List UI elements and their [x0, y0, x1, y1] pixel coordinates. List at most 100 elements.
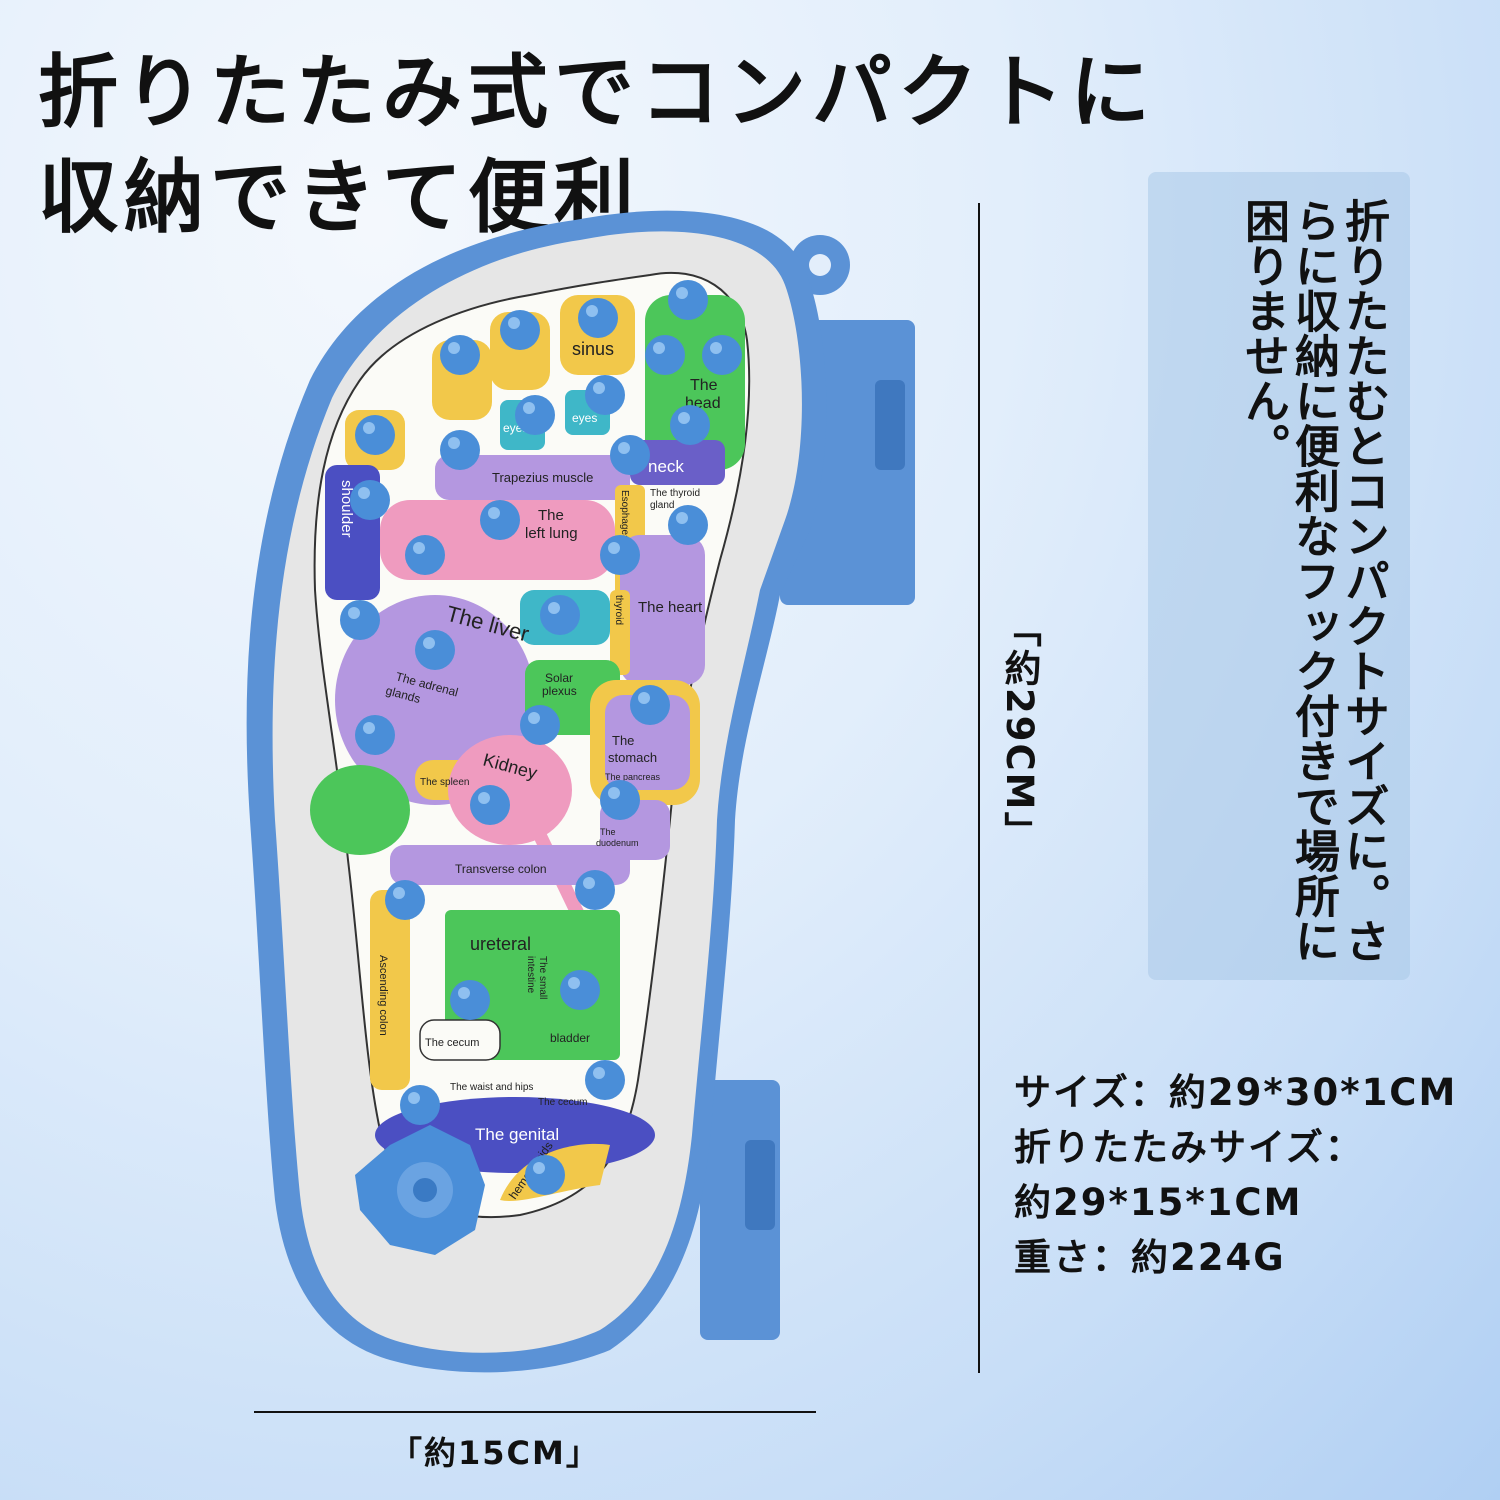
- label-cecum-2: The cecum: [538, 1097, 587, 1108]
- headline-line-1: 折りたたみ式でコンパクトに: [38, 46, 1156, 139]
- width-dimension-line: [254, 1411, 816, 1413]
- height-dimension-line: [978, 203, 980, 1373]
- label-bladder: bladder: [550, 1031, 590, 1045]
- massage-nub-highlight: [678, 412, 690, 424]
- massage-nub: [480, 500, 520, 540]
- heel-roller-icon: [355, 1125, 485, 1255]
- label-solar-2: plexus: [542, 684, 577, 698]
- label-thyroid-gland-1: The thyroid: [650, 488, 700, 499]
- label-lung-1: The: [538, 507, 564, 524]
- zone-stomach: [605, 695, 690, 790]
- feature-callout-text: 折りたたむとコンパクトサイズに。さらに収納に便利なフック付きで場所に困りません。: [1237, 198, 1390, 963]
- headline: 折りたたみ式でコンパクトに 収納できて便利: [38, 40, 1156, 250]
- width-dimension-label: 「約15CM」: [390, 1434, 600, 1472]
- label-stomach-2: stomach: [608, 750, 657, 765]
- massage-nub: [585, 1060, 625, 1100]
- massage-nub-highlight: [586, 305, 598, 317]
- spec-size: サイズ：約29*30*1CM: [1014, 1071, 1458, 1114]
- massage-nub-highlight: [508, 317, 520, 329]
- massage-nub-highlight: [710, 342, 722, 354]
- zone-kidney: [448, 735, 572, 845]
- label-head-1: The: [690, 377, 718, 394]
- massage-nub: [440, 430, 480, 470]
- massage-nub-highlight: [458, 987, 470, 999]
- label-thyroid-gland-2: gland: [650, 500, 674, 511]
- massage-nub-highlight: [523, 402, 535, 414]
- label-esophageal: Esophageal: [619, 490, 630, 543]
- label-solar-1: Solar: [545, 671, 573, 685]
- massage-nub-highlight: [618, 442, 630, 454]
- massage-nub: [355, 715, 395, 755]
- spec-folded-label: 折りたたみサイズ：: [1014, 1126, 1364, 1169]
- massage-nub-highlight: [488, 507, 500, 519]
- massage-nub-highlight: [363, 422, 375, 434]
- label-stomach-1: The: [612, 733, 634, 748]
- massage-nub: [668, 280, 708, 320]
- massage-nub: [515, 395, 555, 435]
- massage-nub: [630, 685, 670, 725]
- label-pancreas: The pancreas: [605, 772, 661, 782]
- zone-thyroid: [610, 590, 630, 675]
- label-genital: The genital: [475, 1125, 559, 1144]
- massage-nub-highlight: [676, 512, 688, 524]
- massage-nub: [600, 780, 640, 820]
- massage-nub-highlight: [593, 382, 605, 394]
- massage-nub-highlight: [393, 887, 405, 899]
- zone-neck: [630, 440, 725, 485]
- massage-nub-highlight: [358, 487, 370, 499]
- height-dimension-label: 「約29CM」: [998, 610, 1041, 851]
- label-transverse-colon: Transverse colon: [455, 862, 547, 876]
- label-heart: The heart: [638, 599, 703, 616]
- spec-list: サイズ：約29*30*1CM 折りたたみサイズ： 約29*15*1CM 重さ：約…: [1014, 1065, 1457, 1285]
- massage-nub-highlight: [676, 287, 688, 299]
- massage-nub: [400, 1085, 440, 1125]
- massage-nub-highlight: [568, 977, 580, 989]
- label-cecum: The cecum: [425, 1037, 479, 1049]
- label-thyroid: thyroid: [613, 595, 624, 625]
- massage-nub: [585, 375, 625, 415]
- massage-nub-highlight: [448, 342, 460, 354]
- massage-nub-highlight: [448, 437, 460, 449]
- massage-nub-highlight: [653, 342, 665, 354]
- massage-nub: [525, 1155, 565, 1195]
- massage-nub: [405, 535, 445, 575]
- massage-nub-highlight: [548, 602, 560, 614]
- label-small-intestine-1: The small: [537, 956, 548, 999]
- spec-weight: 重さ：約224G: [1014, 1236, 1286, 1279]
- massage-nub-highlight: [423, 637, 435, 649]
- massage-nub: [500, 310, 540, 350]
- foot-massage-mat: sinus The head eyes eyes neck Trapezius …: [220, 200, 940, 1380]
- massage-nub-highlight: [478, 792, 490, 804]
- massage-nub-highlight: [608, 542, 620, 554]
- spec-folded-value: 約29*15*1CM: [1014, 1181, 1303, 1224]
- massage-nub-highlight: [413, 542, 425, 554]
- massage-nub: [520, 705, 560, 745]
- massage-nub: [355, 415, 395, 455]
- massage-nub: [610, 435, 650, 475]
- massage-nub-highlight: [583, 877, 595, 889]
- massage-nub: [645, 335, 685, 375]
- massage-nub-highlight: [608, 787, 620, 799]
- massage-nub: [350, 480, 390, 520]
- label-eyes-right: eyes: [572, 411, 597, 425]
- massage-nub: [415, 630, 455, 670]
- massage-nub: [450, 980, 490, 1020]
- massage-nub: [702, 335, 742, 375]
- massage-nub: [575, 870, 615, 910]
- massage-nub-highlight: [533, 1162, 545, 1174]
- label-shoulder: shoulder: [338, 480, 355, 538]
- massage-nub: [470, 785, 510, 825]
- massage-nub-highlight: [528, 712, 540, 724]
- label-duodenum-1: The: [600, 827, 616, 837]
- massage-nub-highlight: [593, 1067, 605, 1079]
- massage-nub: [540, 595, 580, 635]
- massage-nub: [385, 880, 425, 920]
- massage-nub: [340, 600, 380, 640]
- label-ureteral: ureteral: [470, 934, 531, 954]
- massage-nub: [668, 505, 708, 545]
- label-spleen: The spleen: [420, 777, 469, 788]
- label-sinus: sinus: [572, 339, 614, 359]
- label-ascending-colon: Ascending colon: [377, 955, 389, 1036]
- massage-nub: [670, 405, 710, 445]
- massage-nub: [440, 335, 480, 375]
